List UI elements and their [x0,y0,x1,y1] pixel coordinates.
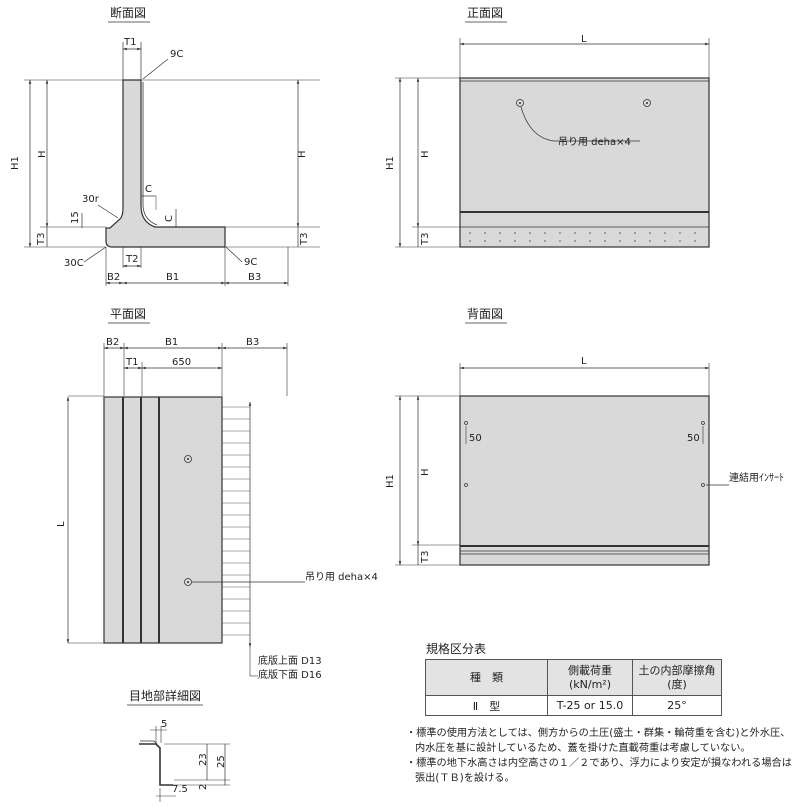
plan-t1: T1 [125,357,138,368]
front-lift-anchor [643,99,651,107]
back-panel [459,395,710,566]
plan-lift-anchor [184,455,192,463]
spec-table: 種 類 側載荷重(kN/m²) 土の内部摩擦角(度) Ⅱ 型 T-25 or 1… [425,659,722,716]
spec-table-row: Ⅱ 型 T-25 or 15.0 25° [425,695,722,716]
front-lift-label: 吊り用 deha×4 [558,136,631,148]
spec-header-type: 種 類 [425,659,548,696]
plan-650: 650 [172,357,191,368]
front-l: L [581,34,587,45]
section-30r: 30r [82,194,100,205]
spec-cell-type: Ⅱ 型 [425,695,548,716]
joint-7-5: 7.5 [172,784,188,795]
section-b3: B3 [248,272,261,283]
section-c-vertical: C [164,215,175,222]
plan-title: 平面図 [110,307,146,321]
section-t3-right: T3 [299,233,310,246]
section-15: 15 [70,211,81,224]
note-groundwater: ・標準の地下水高さは内空高さの１／２であり、浮力により安定が損なわれる場合は張出… [406,758,792,784]
plan-view: 平面図 B2 B1 B3 T1 650 吊り用 deha×4 L [56,307,378,681]
section-9c-bottom: 9C [244,257,257,268]
front-base-dots [469,232,696,242]
back-h: H [420,468,431,476]
plan-b2: B2 [106,337,119,348]
plan-rebar-ticks [222,406,250,636]
section-9c-top: 9C [170,49,183,60]
section-t2: T2 [125,254,138,265]
front-h1: H1 [385,156,396,170]
section-b1: B1 [166,272,179,283]
back-insert-hole [464,483,468,487]
front-h: H [420,150,431,158]
section-h-left: H [37,150,48,158]
spec-cell-load: T-25 or 15.0 [547,695,633,716]
back-insert-hole [701,421,705,425]
back-l: L [581,356,587,367]
joint-25: 25 [216,755,227,768]
joint-23: 23 [198,753,209,766]
section-view: 断面図 T1 9C H1 H T3 H T3 30r 15 C [10,5,320,286]
section-h-right: H [297,150,308,158]
spec-table-header-row: 種 類 側載荷重(kN/m²) 土の内部摩擦角(度) [425,659,722,696]
back-h1: H1 [385,474,396,488]
front-panel [459,77,710,248]
section-shape [105,79,226,248]
section-t3-left: T3 [36,233,47,246]
front-lift-anchor [516,99,524,107]
plan-b3: B3 [246,337,259,348]
back-insert-label: 連結用ｲﾝｻｰﾄ [729,471,784,484]
note-usage: ・標準の使用方法としては、側方からの土圧(盛土・群集・輪荷重を含む)と外水圧、内… [406,728,791,754]
front-title: 正面図 [467,6,503,20]
spec-cell-angle: 25° [632,695,722,716]
back-insert-hole [701,483,705,487]
back-view: 背面図 L 50 50 連結用ｲﾝｻｰﾄ H1 H T3 [385,307,784,566]
plan-lift-anchor [184,578,192,586]
plan-b1: B1 [165,337,178,348]
section-h1: H1 [10,156,21,170]
spec-table-title: 規格区分表 [426,642,487,656]
joint-profile [139,743,173,786]
back-50-right: 50 [687,433,700,444]
section-b2: B2 [107,272,120,283]
back-title: 背面図 [467,307,503,321]
section-30c: 30C [64,258,84,269]
front-view: 正面図 L 吊り用 deha×4 H1 H T3 [385,6,710,248]
joint-detail-view: 目地部詳細図 5 23 25 2 7.5 [127,688,230,802]
plan-panel [103,396,223,644]
joint-2: 2 [198,784,209,790]
plan-rebar-bottom: 底版下面 D16 [258,668,322,681]
back-insert-hole [464,421,468,425]
front-t3: T3 [420,233,431,246]
joint-title: 目地部詳細図 [129,688,201,703]
plan-lift-label: 吊り用 deha×4 [305,571,378,583]
spec-header-load: 側載荷重(kN/m²) [547,659,633,696]
section-title: 断面図 [110,5,146,20]
plan-rebar-top: 底版上面 D13 [258,654,322,667]
joint-5: 5 [161,719,167,730]
back-t3: T3 [420,551,431,564]
section-t1: T1 [123,37,136,48]
plan-l: L [56,521,67,527]
spec-header-angle: 土の内部摩擦角(度) [632,659,722,696]
back-50-left: 50 [469,433,482,444]
notes: ・標準の使用方法としては、側方からの土圧(盛土・群集・輪荷重を含む)と外水圧、内… [406,726,798,786]
section-c-horizontal: C [145,184,152,195]
